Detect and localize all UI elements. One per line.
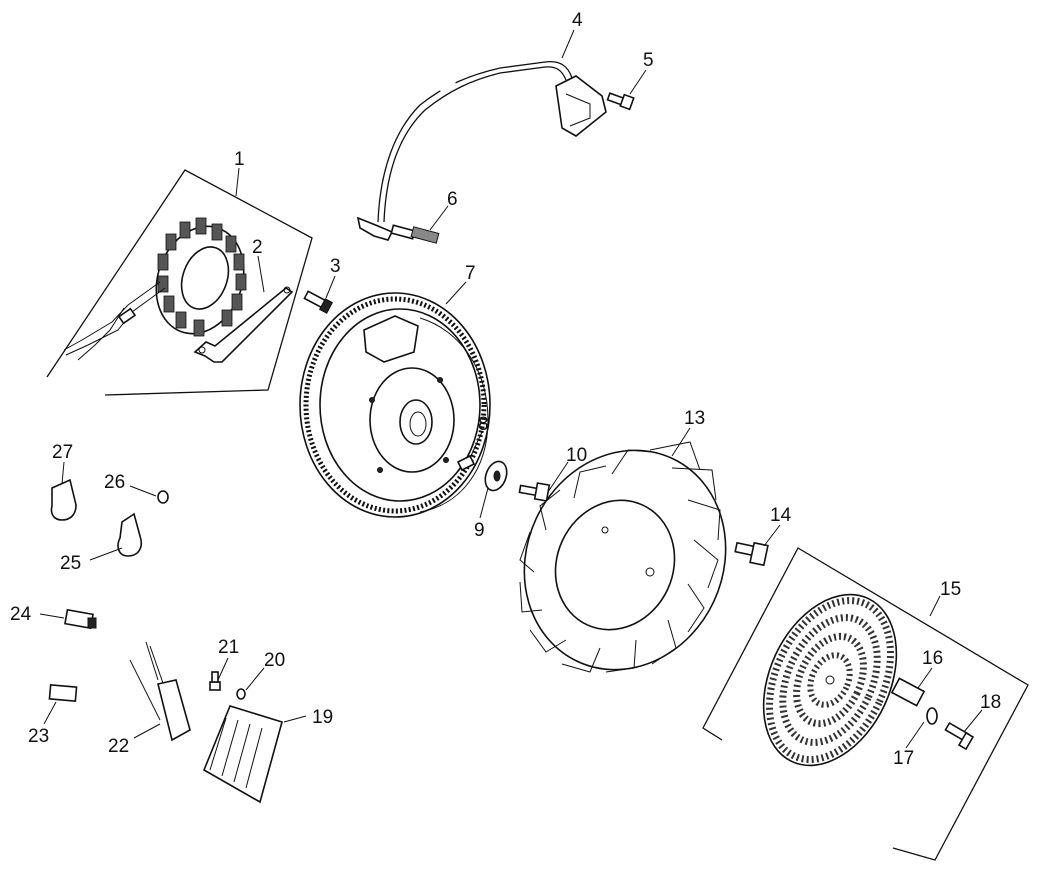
bolt-3 xyxy=(303,290,334,314)
callout-labels: 1 2 3 4 5 6 7 8 9 10 13 14 15 16 17 18 1… xyxy=(10,10,1001,769)
callout-27: 27 xyxy=(52,442,73,463)
bolt-10 xyxy=(518,482,551,502)
callout-9: 9 xyxy=(474,520,485,541)
spacer-16 xyxy=(890,677,926,707)
rectifier-regulator xyxy=(202,705,283,804)
screw-18 xyxy=(944,721,975,751)
callout-24: 24 xyxy=(10,604,32,625)
callout-22: 22 xyxy=(108,736,129,757)
cooling-fan xyxy=(519,441,727,673)
screw-21 xyxy=(209,671,221,691)
bolt-14 xyxy=(734,541,769,567)
callout-17: 17 xyxy=(893,748,914,769)
washer-20 xyxy=(236,688,246,700)
callout-1: 1 xyxy=(234,149,245,170)
callout-20: 20 xyxy=(264,650,285,671)
callout-14: 14 xyxy=(770,505,792,526)
ignition-coil xyxy=(356,60,607,241)
callout-6: 6 xyxy=(447,189,458,210)
connector-23 xyxy=(48,684,78,702)
callout-16: 16 xyxy=(922,648,943,669)
stator xyxy=(155,217,247,337)
callout-23: 23 xyxy=(28,726,49,747)
callout-19: 19 xyxy=(312,707,333,728)
clip-25 xyxy=(117,512,143,557)
leader-lines xyxy=(39,29,983,749)
stator-leads xyxy=(63,281,166,361)
connector-24 xyxy=(64,608,97,630)
clip-27 xyxy=(50,478,77,521)
callout-13: 13 xyxy=(684,408,705,429)
callout-15: 15 xyxy=(940,579,961,600)
callout-2: 2 xyxy=(252,237,263,258)
callout-10: 10 xyxy=(566,445,587,466)
callout-4: 4 xyxy=(572,10,583,31)
callout-21: 21 xyxy=(218,637,239,658)
stator-bracket xyxy=(193,286,294,363)
washer-9 xyxy=(484,460,508,492)
callout-18: 18 xyxy=(980,692,1001,713)
screw-5 xyxy=(606,92,635,111)
callout-3: 3 xyxy=(330,256,341,277)
key-8 xyxy=(456,454,476,472)
flywheel xyxy=(299,292,491,518)
spark-plug xyxy=(390,224,440,244)
callout-7: 7 xyxy=(465,263,476,284)
washer-17 xyxy=(926,707,938,725)
callout-26: 26 xyxy=(104,472,125,493)
callout-8: 8 xyxy=(478,414,489,435)
washer-26 xyxy=(157,490,169,504)
grass-screen xyxy=(762,593,898,767)
stator-assembly-group xyxy=(46,169,313,396)
screen-assembly-group xyxy=(702,547,1029,861)
harness-22 xyxy=(129,641,191,742)
callout-25: 25 xyxy=(60,553,81,574)
callout-5: 5 xyxy=(643,50,654,71)
